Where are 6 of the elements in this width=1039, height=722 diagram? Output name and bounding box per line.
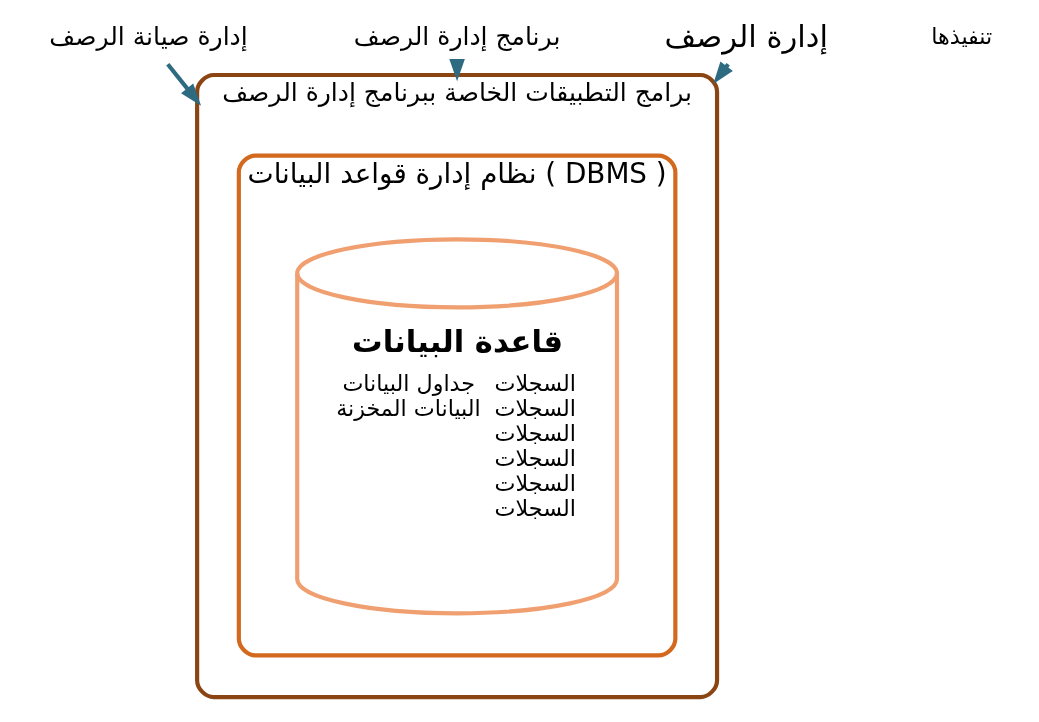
arrow	[448, 59, 465, 82]
label: تنفيذها	[930, 23, 992, 50]
arrow	[165, 62, 201, 106]
node-text: برنامج إدارة الرصف	[353, 21, 560, 51]
node-text: إدارة صيانة الرصف	[48, 21, 248, 51]
node-text: إدارة الرصف	[664, 18, 828, 54]
